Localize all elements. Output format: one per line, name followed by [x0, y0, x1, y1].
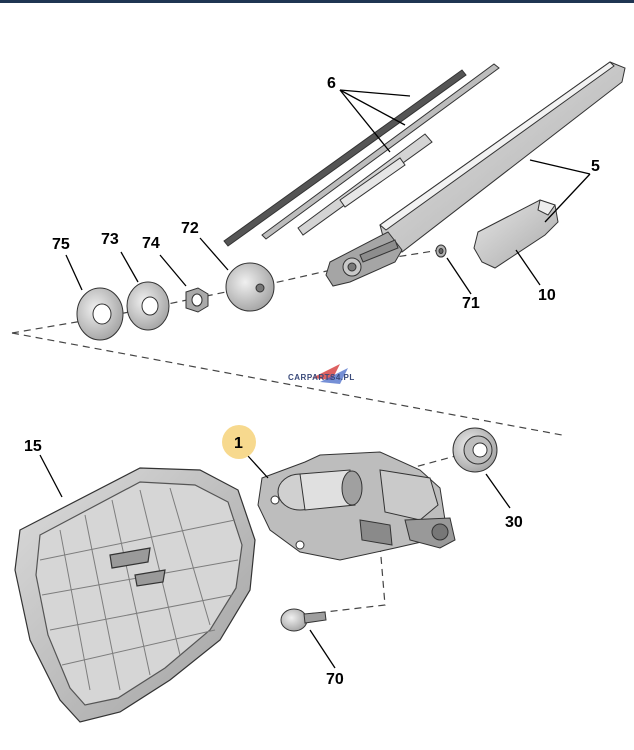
callout-71: 71: [462, 295, 480, 312]
cover-panel-part-15: [14, 467, 256, 723]
callout-73: 73: [101, 231, 119, 248]
wiper-blade-part-6: [223, 63, 500, 247]
callout-10: 10: [538, 287, 556, 304]
wiper-arm-part-5: [325, 61, 626, 287]
watermark-logo: CARPARTS4.PL: [288, 364, 355, 384]
wiper-motor-part-1: [257, 451, 456, 561]
callout-74: 74: [142, 235, 160, 252]
cap-part-72: [225, 262, 275, 312]
grommet-part-30: [452, 427, 498, 473]
callout-70: 70: [326, 671, 344, 688]
screw-part-70: [280, 608, 327, 632]
callout-labels: 6 5 75 73 74 72 71 10 15 1 30 70: [24, 75, 600, 688]
callout-15: 15: [24, 438, 42, 455]
callout-5: 5: [591, 158, 600, 175]
washer-part-75: [76, 287, 124, 341]
callout-1: 1: [234, 435, 243, 452]
callout-6: 6: [327, 75, 336, 92]
callout-75: 75: [52, 236, 70, 253]
hex-nut-part-74: [185, 287, 209, 313]
washer-part-73: [126, 281, 170, 331]
watermark-text: CARPARTS4.PL: [288, 373, 355, 382]
arm-cap-part-10: [473, 199, 559, 269]
leader-lines: [39, 89, 591, 669]
top-border: [0, 0, 634, 3]
nut-part-71: [435, 244, 447, 258]
callout-1-highlight: [222, 425, 256, 459]
callout-72: 72: [181, 220, 199, 237]
callout-30: 30: [505, 514, 523, 531]
